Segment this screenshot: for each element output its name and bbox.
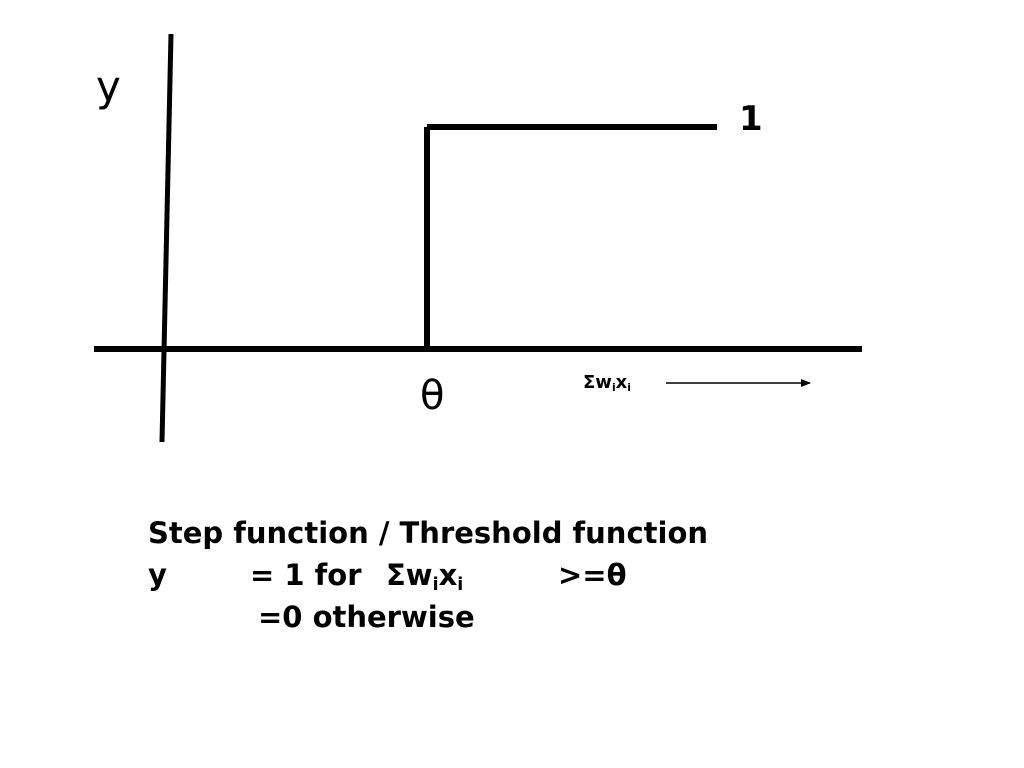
step-high-label: 1 [739,99,763,139]
x-axis-label: Σwixi [583,372,631,395]
caption-condition: >=θ [558,558,627,592]
caption-sum-subscript: i [432,575,439,596]
caption-otherwise: =0 otherwise [258,600,475,634]
x-subscript: i [627,381,631,395]
caption-sum-symbol: Σw [386,558,433,592]
caption-x-symbol: x [438,558,458,592]
y-axis [159,33,174,443]
x-symbol: x [615,372,628,393]
caption-y: y [148,558,167,592]
caption-equals-one-for: = 1 for [250,558,362,592]
y-axis-label: y [96,62,121,111]
caption-title: Step function / Threshold function [148,516,709,550]
caption-sum: Σwixi [386,554,463,596]
caption-x-subscript: i [457,575,464,596]
sum-subscript: i [611,381,616,395]
sum-symbol: Σw [583,372,612,393]
threshold-label: θ [420,373,445,419]
